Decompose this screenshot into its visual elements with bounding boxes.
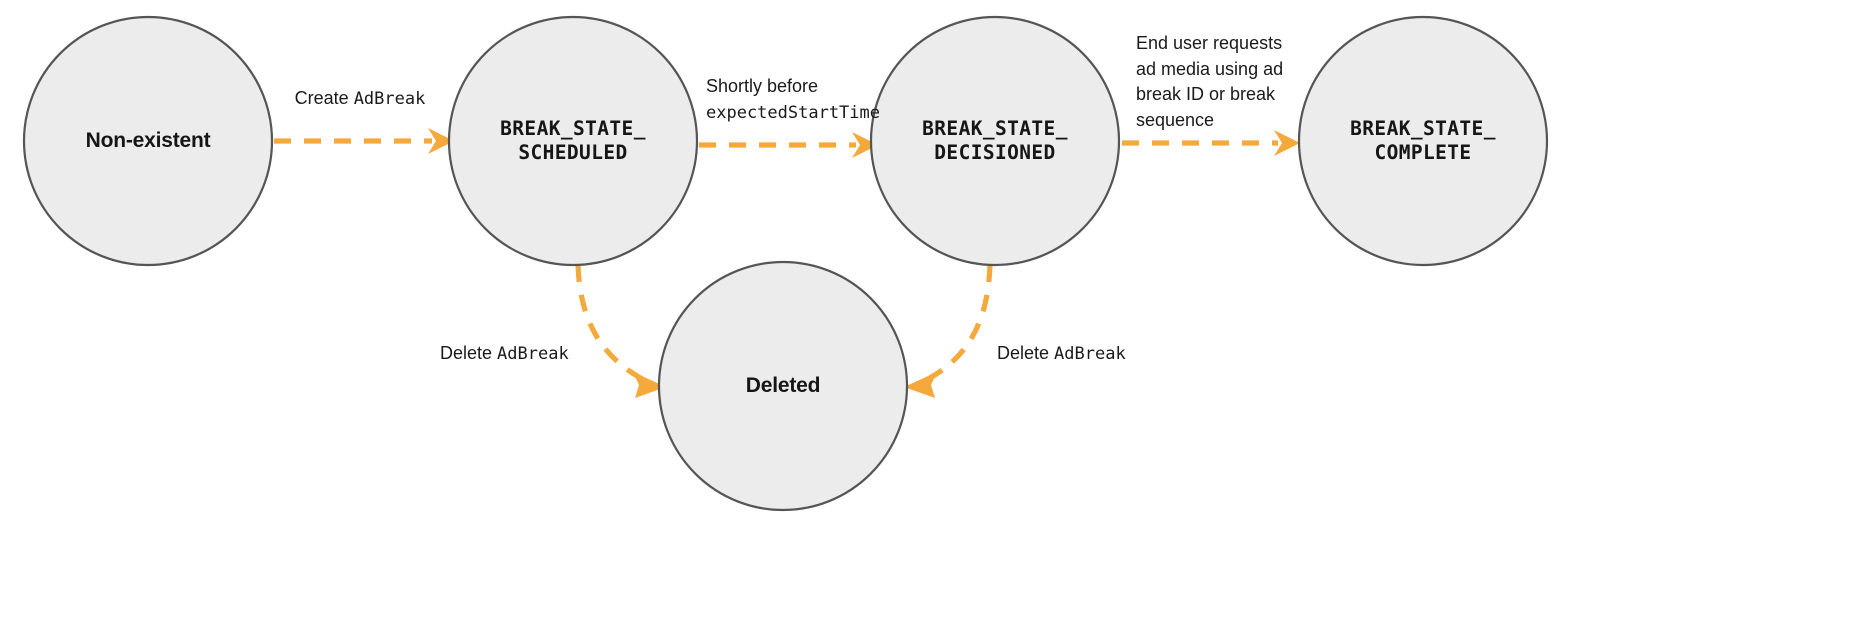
edge-end-user-requests-ad-media bbox=[1122, 130, 1300, 156]
edge-label-run: sequence bbox=[1136, 109, 1215, 130]
edge-delete-adbreak-from-scheduled-line bbox=[575, 264, 656, 388]
edge-label-create-adbreak: Create AdBreak bbox=[295, 86, 426, 112]
edge-label-run: AdBreak bbox=[353, 89, 426, 109]
edge-label-run: End user requests bbox=[1136, 33, 1283, 53]
edge-label-run: AdBreak bbox=[497, 344, 569, 364]
edge-label-run: Delete bbox=[440, 343, 498, 363]
edge-shortly-before-expected-start-time bbox=[699, 132, 878, 158]
edge-delete-adbreak-from-decisioned bbox=[904, 264, 993, 398]
edge-label-delete-adbreak-from-scheduled: Delete AdBreak bbox=[440, 341, 569, 367]
edge-label-line: ad media using ad bbox=[1136, 57, 1283, 83]
edge-label-run: Create bbox=[294, 88, 354, 108]
edge-label-line: End user requests bbox=[1136, 31, 1283, 57]
node-break-state-scheduled[interactable] bbox=[447, 15, 699, 267]
edge-label-run: AdBreak bbox=[1054, 344, 1126, 364]
edge-label-line: expectedStartTime bbox=[706, 100, 880, 126]
edge-create-adbreak-arrowhead bbox=[428, 128, 454, 154]
edge-label-line: Delete AdBreak bbox=[997, 341, 1126, 367]
edge-label-delete-adbreak-from-decisioned: Delete AdBreak bbox=[997, 341, 1126, 367]
edge-delete-adbreak-from-decisioned-line bbox=[914, 264, 993, 388]
edge-end-user-requests-ad-media-arrowhead bbox=[1274, 130, 1300, 156]
edge-label-shortly-before-expected-start-time: Shortly before expectedStartTime bbox=[706, 74, 880, 125]
edge-label-run: break ID or break bbox=[1136, 84, 1276, 105]
edge-label-run: ad media using ad bbox=[1136, 58, 1284, 79]
edge-delete-adbreak-from-scheduled-arrowhead bbox=[633, 372, 666, 398]
edge-label-line: sequence bbox=[1136, 108, 1283, 134]
edge-label-end-user-requests-ad-media: End user requests ad media using ad break … bbox=[1136, 31, 1283, 133]
edge-label-run: Shortly before bbox=[706, 76, 819, 96]
edge-delete-adbreak-from-decisioned-arrowhead bbox=[904, 372, 937, 398]
edge-delete-adbreak-from-scheduled bbox=[575, 264, 666, 398]
edge-label-line: Shortly before bbox=[706, 74, 880, 100]
edge-create-adbreak bbox=[274, 128, 454, 154]
edge-label-run: expectedStartTime bbox=[706, 102, 880, 123]
node-non-existent[interactable] bbox=[22, 15, 274, 267]
edge-label-line: break ID or break bbox=[1136, 82, 1283, 108]
node-break-state-complete[interactable] bbox=[1297, 15, 1549, 267]
edge-label-line: Delete AdBreak bbox=[440, 341, 569, 367]
edge-label-line: Create AdBreak bbox=[295, 86, 426, 112]
node-break-state-decisioned[interactable] bbox=[869, 15, 1121, 267]
node-deleted[interactable] bbox=[657, 260, 909, 512]
edge-shortly-before-expected-start-time-arrowhead bbox=[852, 132, 878, 158]
edge-label-run: Delete bbox=[997, 343, 1055, 363]
